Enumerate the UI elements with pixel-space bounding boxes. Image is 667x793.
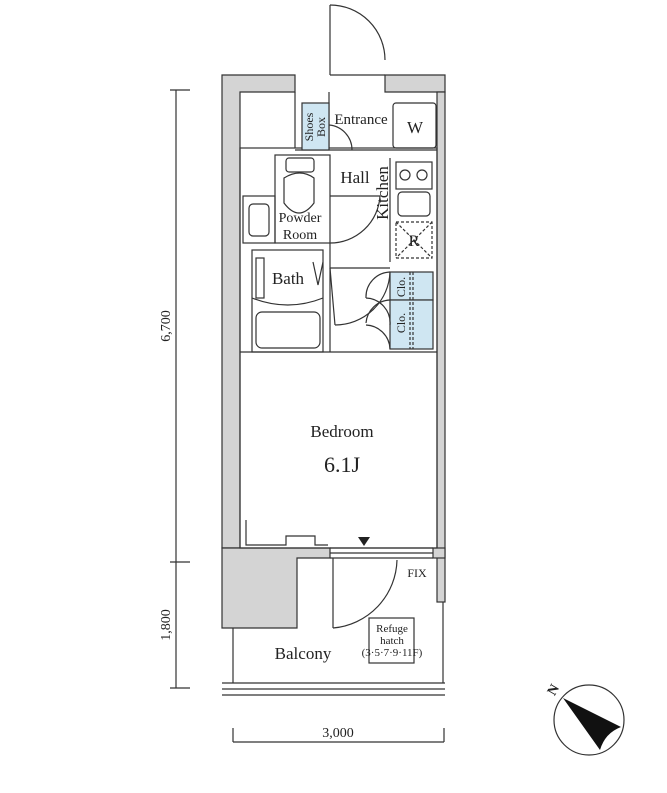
compass-arrow-icon [563, 698, 621, 750]
powder-sink [242, 195, 276, 244]
label-washer: W [407, 118, 424, 137]
label-closet-upper: Clo. [394, 277, 408, 297]
washer-space [392, 102, 437, 149]
label-bath: Bath [272, 269, 305, 288]
dimension-depth-main: 6,700 [159, 310, 174, 342]
wall-balcony-left [221, 547, 331, 629]
wall-bottom-right [432, 547, 446, 559]
label-entrance: Entrance [334, 112, 388, 128]
closet-lower[interactable] [389, 299, 434, 350]
label-closet-lower: Clo. [394, 313, 408, 333]
shoes-box [301, 102, 330, 151]
label-bedroom-size: 6.1J [324, 452, 361, 477]
entrance-door-swing [329, 4, 386, 61]
wall-top-right [384, 74, 446, 93]
label-powder: Powder [279, 211, 322, 226]
compass-north-label: N [545, 682, 563, 698]
refuge-hatch [368, 617, 415, 664]
label-hatch: hatch [380, 635, 404, 647]
compass [553, 684, 625, 756]
label-fridge: R [409, 233, 420, 250]
window-marker-icon [358, 537, 370, 546]
label-shoes: Shoes [302, 112, 316, 141]
kitchen-sink [397, 191, 431, 217]
label-balcony: Balcony [275, 644, 332, 663]
label-room: Room [283, 228, 317, 243]
label-bedroom: Bedroom [310, 422, 373, 441]
dimension-width: 3,000 [322, 726, 354, 741]
fridge-space [395, 221, 433, 259]
label-box: Box [314, 117, 328, 137]
label-kitchen: Kitchen [373, 166, 392, 220]
label-fix: FIX [407, 566, 427, 580]
stove [395, 161, 433, 190]
label-hall: Hall [340, 168, 370, 187]
label-refuge: Refuge [376, 623, 408, 635]
dimension-depth-balcony: 1,800 [159, 609, 174, 641]
label-refuge-floors: (3·5·7·9·11F) [362, 647, 423, 659]
wall-right [436, 91, 446, 603]
